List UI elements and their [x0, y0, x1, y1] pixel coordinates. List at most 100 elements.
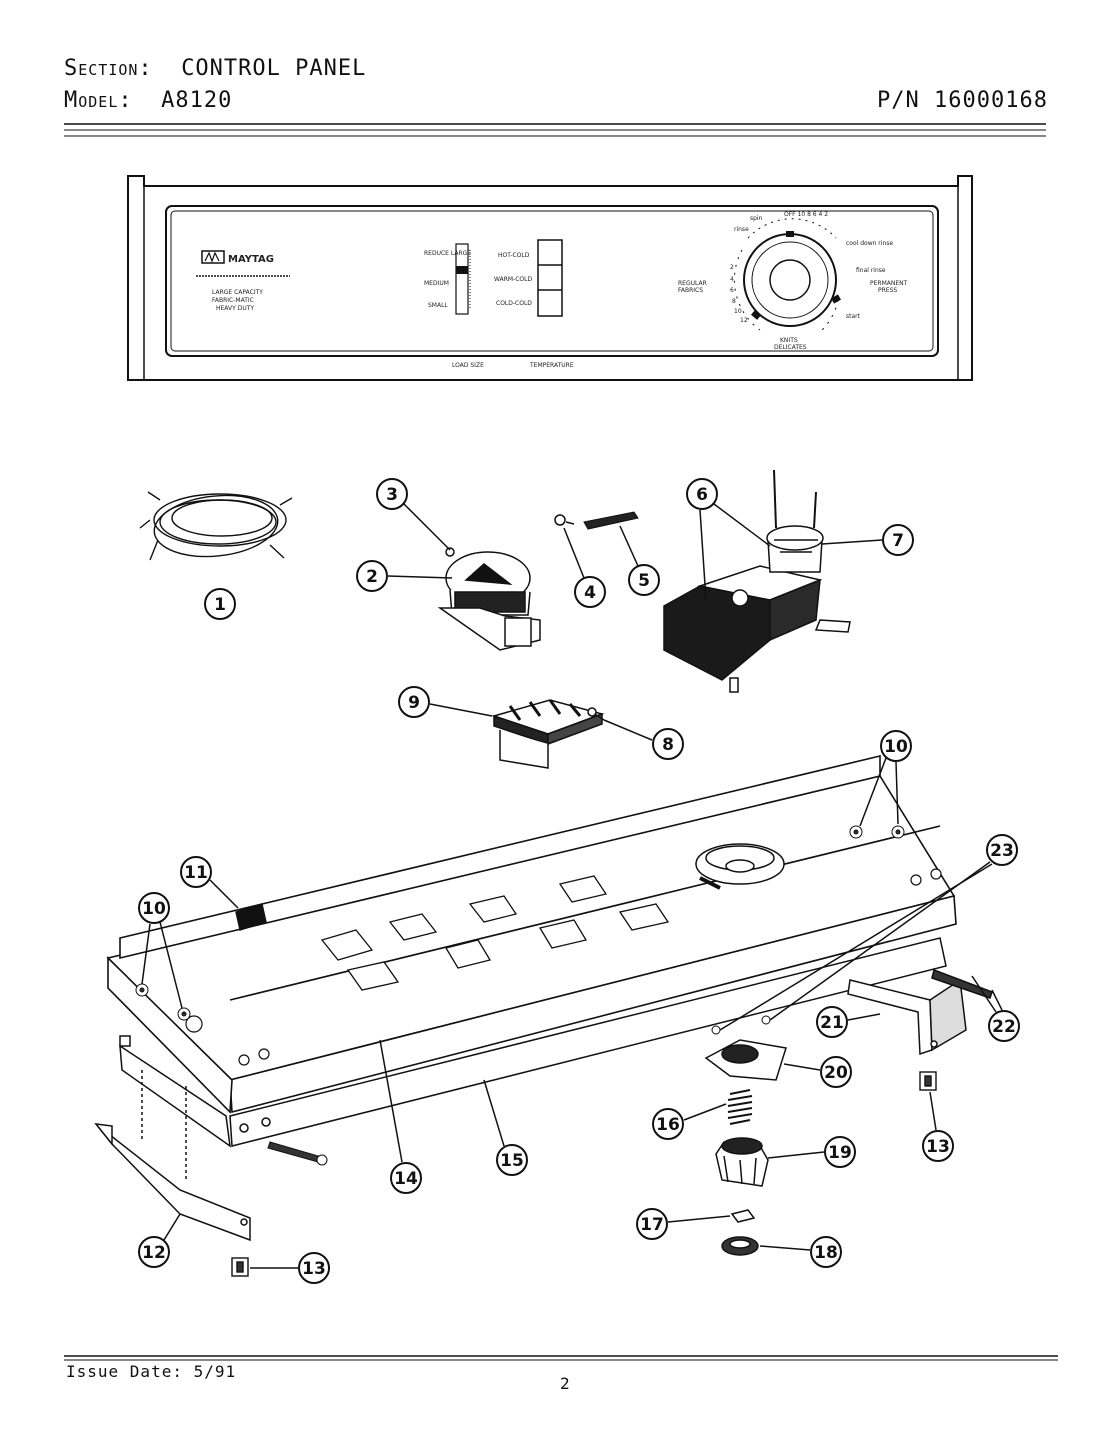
callout-21: 21 — [816, 1006, 881, 1038]
screws — [135, 825, 905, 1166]
svg-text:15: 15 — [500, 1151, 524, 1171]
dial-regular: REGULAR — [678, 280, 707, 287]
svg-text:6: 6 — [696, 485, 708, 505]
callout-17: 17 — [636, 1208, 731, 1240]
callout-9: 9 — [398, 686, 493, 718]
callout-23: 23 — [719, 834, 1018, 1031]
svg-text:23: 23 — [990, 841, 1014, 861]
callout-8: 8 — [603, 719, 684, 760]
dial-num-12: 12 — [740, 317, 748, 324]
dial-cool-rinse: cool down rinse — [846, 240, 893, 247]
part-number: P/N 16000168 — [877, 88, 1048, 113]
dial-num-6: 6 — [730, 287, 734, 294]
callout-10-right: 10 — [859, 730, 912, 827]
dial-permanent: PERMANENT — [870, 280, 908, 287]
dial-num-4: 4 — [730, 276, 734, 283]
section-title: Section: CONTROL PANEL — [64, 56, 366, 81]
callout-7: 7 — [821, 524, 914, 556]
panel-holes — [185, 868, 942, 1066]
brand-text: MAYTAG — [228, 254, 274, 265]
svg-text:20: 20 — [824, 1063, 848, 1083]
dial-num-2: 2 — [730, 264, 734, 271]
svg-text:13: 13 — [302, 1259, 326, 1279]
dial-delicates: DELICATES — [774, 344, 807, 351]
load-size-switch — [491, 699, 605, 769]
svg-text:21: 21 — [820, 1013, 844, 1033]
callout-18: 18 — [759, 1236, 842, 1268]
side-bracket — [847, 968, 993, 1056]
page-number: 2 — [560, 1374, 571, 1393]
dial-final-rinse: final rinse — [856, 267, 886, 274]
callout-14: 14 — [379, 1039, 422, 1194]
temp-cold-cold: COLD-COLD — [496, 300, 532, 307]
knob-assembly — [704, 1039, 787, 1256]
callout-1: 1 — [204, 588, 236, 620]
load-size-large: REDUCE LARGE — [424, 250, 471, 257]
callout-5: 5 — [619, 525, 660, 596]
panel-tabs — [320, 875, 670, 991]
wire-harness — [139, 491, 293, 561]
svg-text:5: 5 — [638, 571, 650, 591]
svg-text:4: 4 — [584, 583, 596, 603]
callout-13-bottom: 13 — [250, 1252, 330, 1284]
temperature-selector — [537, 239, 563, 317]
callout-13-right: 13 — [922, 1091, 954, 1162]
svg-text:8: 8 — [662, 735, 674, 755]
section-value: CONTROL PANEL — [181, 56, 367, 81]
dial-rinse: rinse — [734, 226, 749, 233]
svg-text:1: 1 — [214, 595, 226, 615]
temperature-label: TEMPERATURE — [529, 362, 574, 369]
callout-2: 2 — [356, 560, 453, 592]
svg-text:18: 18 — [814, 1243, 838, 1263]
svg-text:2: 2 — [366, 567, 378, 587]
desc-line-1: LARGE CAPACITY — [212, 289, 263, 296]
callout-22: 22 — [971, 975, 1020, 1042]
temp-warm-cold: WARM-COLD — [494, 276, 532, 283]
svg-text:16: 16 — [656, 1115, 680, 1135]
svg-text:10: 10 — [884, 737, 908, 757]
load-size-selector — [455, 243, 471, 315]
issue-date: Issue Date: 5/91 — [66, 1362, 237, 1381]
load-size-small: SMALL — [428, 302, 448, 309]
callout-19: 19 — [767, 1136, 856, 1168]
dial-num-10: 10 — [734, 308, 742, 315]
svg-text:22: 22 — [992, 1017, 1016, 1037]
svg-text:3: 3 — [386, 485, 398, 505]
svg-text:13: 13 — [926, 1137, 950, 1157]
svg-text:11: 11 — [184, 863, 208, 883]
timer-assembly — [663, 469, 851, 693]
svg-text:14: 14 — [394, 1169, 418, 1189]
svg-text:19: 19 — [828, 1143, 852, 1163]
model-title: Model: A8120 — [64, 88, 232, 113]
dial-press: PRESS — [878, 287, 897, 294]
timer-boss — [695, 843, 785, 890]
lower-bracket — [119, 937, 947, 1148]
rating-tab — [235, 903, 267, 931]
svg-text:9: 9 — [408, 693, 420, 713]
callout-3: 3 — [376, 478, 451, 551]
desc-line-3: HEAVY DUTY — [216, 305, 254, 312]
maytag-logo: MAYTAG — [196, 250, 290, 277]
dial-num-8: 8 — [732, 298, 736, 305]
section-label: Section: — [64, 56, 153, 81]
dial-top-marks: OFF 10 8 6 4 2 — [784, 211, 828, 218]
callout-4: 4 — [563, 527, 606, 608]
svg-text:7: 7 — [892, 531, 904, 551]
dial-fabrics: FABRICS — [678, 287, 703, 294]
timer-dial — [733, 218, 841, 333]
model-label: Model: — [64, 88, 133, 113]
svg-text:17: 17 — [640, 1215, 664, 1235]
control-panel-front — [127, 175, 973, 381]
dial-start: start — [846, 313, 861, 320]
pressure-switch — [437, 547, 541, 651]
desc-line-2: FABRIC-MATIC — [212, 297, 254, 304]
model-value: A8120 — [161, 88, 233, 113]
callout-12: 12 — [138, 1213, 181, 1268]
callout-6: 6 — [686, 478, 771, 601]
callout-11: 11 — [180, 856, 239, 909]
load-size-label: LOAD SIZE — [452, 362, 484, 369]
temp-hot-cold: HOT-COLD — [498, 252, 530, 259]
callout-15: 15 — [483, 1079, 528, 1176]
callout-10-left: 10 — [138, 892, 183, 1009]
